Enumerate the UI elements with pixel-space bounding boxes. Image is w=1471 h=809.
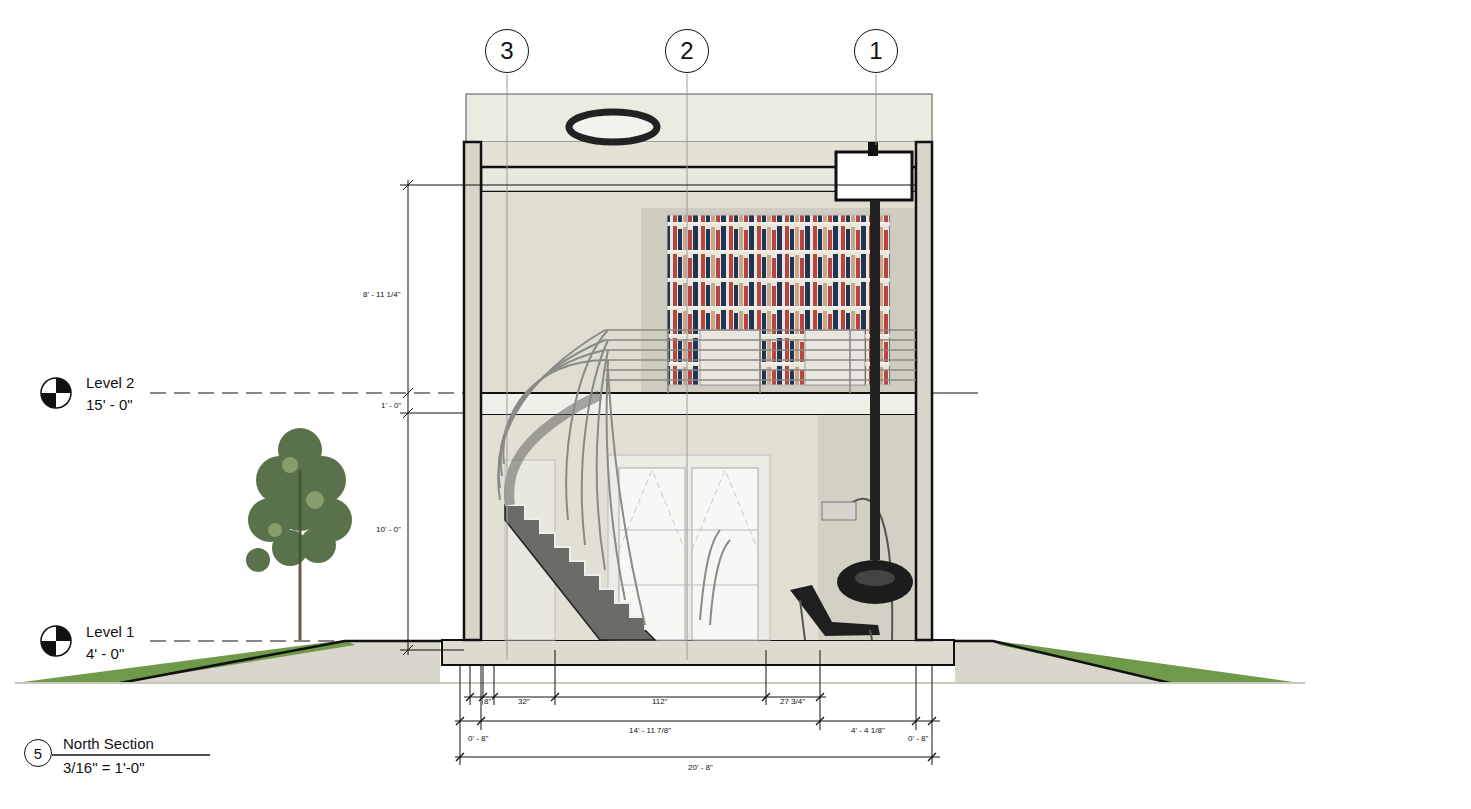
- dimension-text: 20' - 8": [687, 764, 714, 773]
- view-title: 3/16" = 1'-0": [62, 760, 145, 777]
- grid-bubble: 1: [854, 29, 898, 73]
- dimension-text: 8' - 11 1/4": [362, 291, 402, 300]
- level-label: Level 1: [85, 624, 135, 641]
- level-label: 4' - 0": [85, 646, 125, 663]
- dimension-text: 0' - 8": [907, 735, 929, 744]
- dimension-text: 27 3/4": [779, 698, 806, 707]
- dimension-text: 8": [483, 698, 492, 707]
- grid-number: 3: [500, 39, 513, 63]
- dimension-text: 32": [517, 698, 531, 707]
- grid-number: 1: [869, 39, 882, 63]
- view-title: North Section: [62, 736, 155, 753]
- level-label: 15' - 0": [85, 397, 134, 414]
- grid-number: 2: [680, 39, 693, 63]
- view-number-bubble: 5: [24, 739, 52, 767]
- dimension-text: 0' - 8": [467, 735, 489, 744]
- dimension-text: 112": [651, 698, 669, 707]
- grid-bubble: 2: [665, 29, 709, 73]
- dimension-text: 4' - 4 1/8": [850, 727, 886, 736]
- view-number: 5: [34, 746, 42, 761]
- dimension-text: 10' - 0": [375, 526, 402, 535]
- dimension-text: 1' - 0": [380, 402, 402, 411]
- level-label: Level 2: [85, 375, 135, 392]
- grid-bubble: 3: [485, 29, 529, 73]
- dimension-text: 14' - 11 7/8": [628, 727, 672, 736]
